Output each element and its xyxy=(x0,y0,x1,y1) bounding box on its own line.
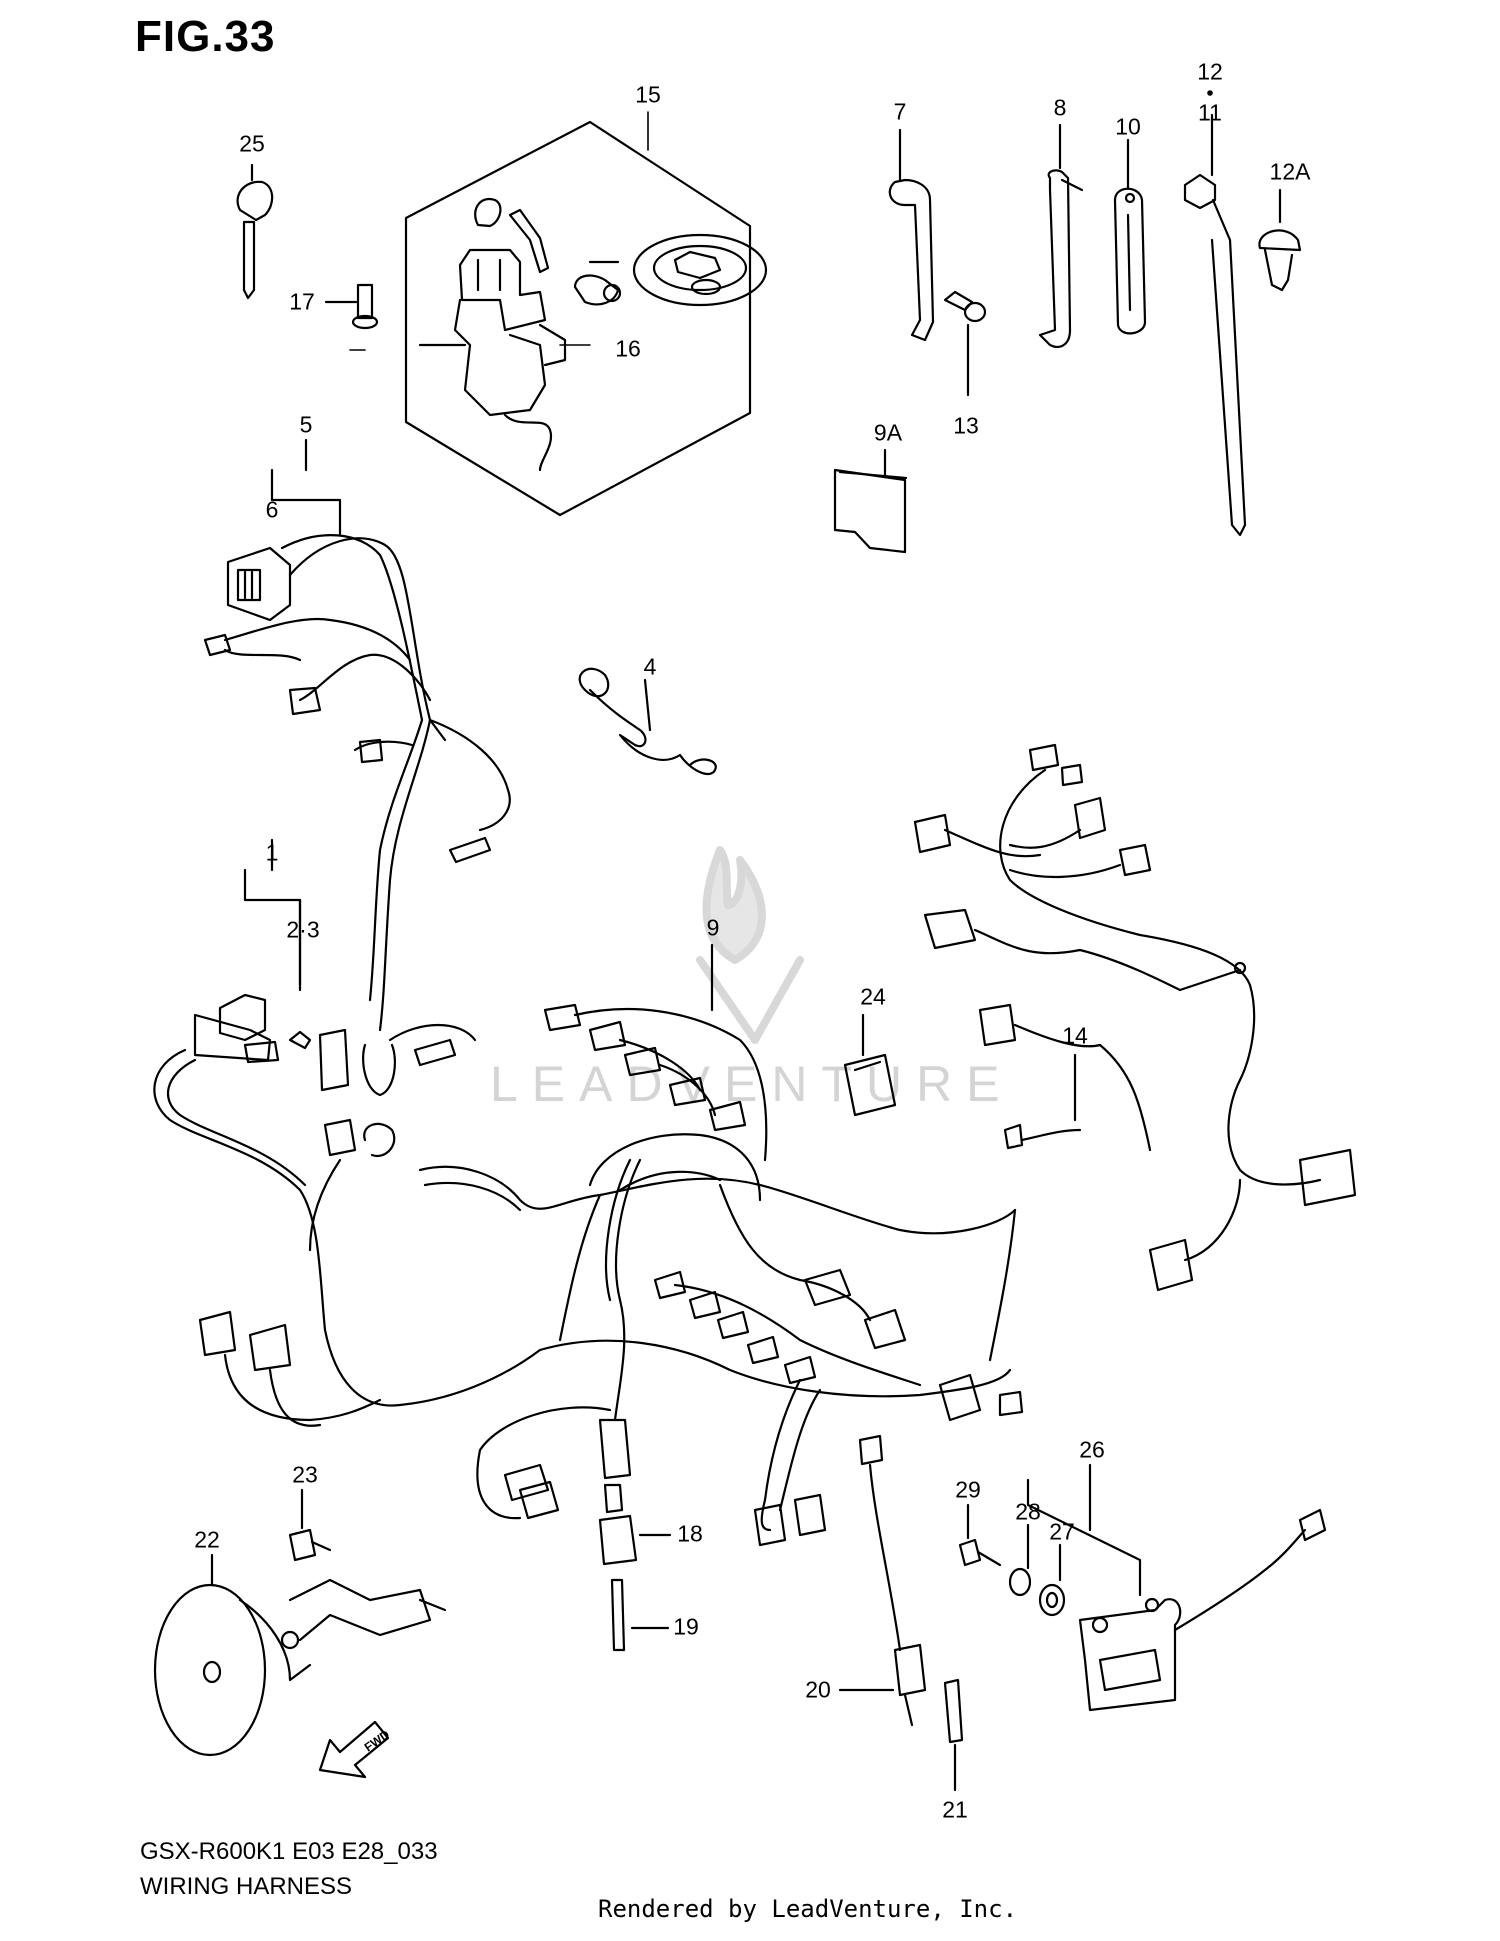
clip-part-8 xyxy=(1038,123,1084,348)
strap-part-10 xyxy=(1113,138,1147,335)
bolt-part-23 xyxy=(288,1488,332,1562)
callout-17: 17 xyxy=(289,288,315,315)
push-clip-part-12a xyxy=(1258,188,1302,292)
callout-22: 22 xyxy=(194,1526,220,1553)
callout-11: 11 xyxy=(1198,99,1222,126)
horn-part-22 xyxy=(153,1553,447,1757)
callout-29: 29 xyxy=(955,1476,981,1503)
callout-12a: 12A xyxy=(1269,158,1311,185)
callout-10: 10 xyxy=(1115,113,1141,140)
bolt-part-13 xyxy=(943,290,987,397)
harness-part-14 xyxy=(913,743,1357,1292)
fwd-arrow: FWD xyxy=(318,1720,392,1779)
main-harness xyxy=(418,943,1024,1792)
callout-9: 9 xyxy=(706,914,720,941)
model-code: GSX-R600K1 E03 E28_033 xyxy=(140,1838,438,1865)
callout-24: 24 xyxy=(860,983,886,1010)
callout-25: 25 xyxy=(239,130,265,157)
render-credit: Rendered by LeadVenture, Inc. xyxy=(598,1895,1018,1923)
callout-27: 27 xyxy=(1049,1518,1075,1545)
callout-15: 15 xyxy=(635,81,661,108)
callout-13: 13 xyxy=(953,412,979,439)
figure-caption: WIRING HARNESS xyxy=(140,1873,353,1900)
watermark-text: LEADVENTURE xyxy=(490,1056,1014,1112)
callout-16: 16 xyxy=(615,335,641,362)
callout-21: 21 xyxy=(942,1796,968,1823)
pad-part-9a xyxy=(833,448,908,554)
callout-14: 14 xyxy=(1062,1022,1088,1049)
callout-18: 18 xyxy=(677,1520,703,1547)
bracket-part-7 xyxy=(888,128,935,342)
screw-part-17 xyxy=(324,283,379,330)
callout-6: 6 xyxy=(265,496,279,523)
callout-12: 12 xyxy=(1197,58,1223,85)
callout-23: 23 xyxy=(292,1461,318,1488)
bolt-part-29 xyxy=(958,1503,1002,1567)
connector-part-24 xyxy=(843,1013,897,1117)
callout-26: 26 xyxy=(1079,1436,1105,1463)
sensor-part-26 xyxy=(1026,1463,1327,1712)
callout-8: 8 xyxy=(1053,94,1067,121)
harness-part-5 xyxy=(203,438,511,1097)
callout-28: 28 xyxy=(1015,1498,1041,1525)
callout-20: 20 xyxy=(805,1676,831,1703)
callout-7: 7 xyxy=(893,98,907,125)
callout-19: 19 xyxy=(673,1613,699,1640)
figure-title: FIG.33 xyxy=(135,12,276,61)
key-part-25 xyxy=(236,163,274,300)
harness-part-1 xyxy=(153,838,542,1427)
callout-1: 1 xyxy=(265,839,279,866)
cable-tie-part-11 xyxy=(1183,113,1247,537)
callout-4: 4 xyxy=(643,653,657,680)
collar-part-27 xyxy=(1038,1583,1066,1617)
washer-part-28 xyxy=(1008,1523,1032,1597)
spring-part-4 xyxy=(578,667,717,776)
callout-5: 5 xyxy=(299,411,313,438)
watermark-logo xyxy=(696,846,804,1044)
leader-lines xyxy=(349,90,1213,351)
ignition-lock-set xyxy=(404,120,768,517)
callout-9a: 9A xyxy=(873,419,903,446)
callout-2-3: 2·3 xyxy=(286,916,320,943)
